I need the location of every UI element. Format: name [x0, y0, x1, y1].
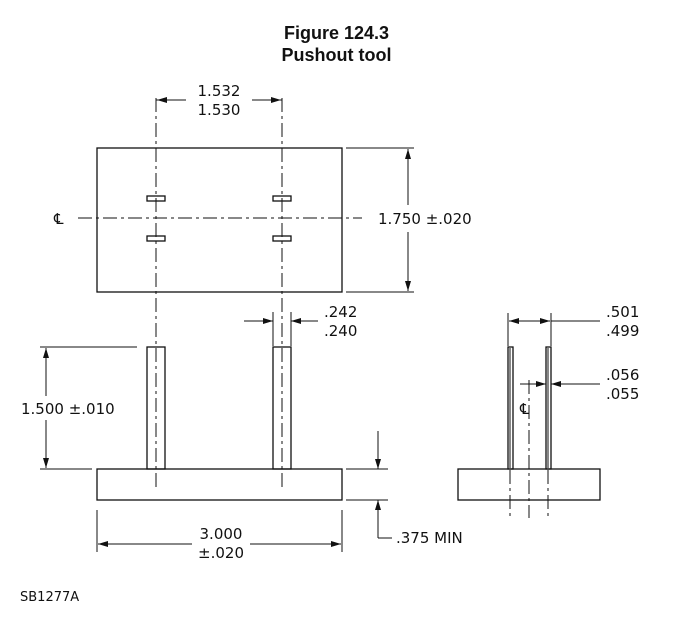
dim-arrow — [536, 381, 546, 387]
dim-arrow — [375, 459, 381, 469]
side-wall-right — [545, 346, 552, 470]
figure-subtitle: Pushout tool — [281, 45, 392, 65]
dim-arrow — [331, 541, 341, 547]
centerline-symbol-side: ℄ — [519, 400, 530, 418]
base-length-tol-label: ±.020 — [198, 544, 244, 562]
dim-arrow — [405, 149, 411, 159]
base-thickness-label: .375 MIN — [396, 529, 463, 547]
dim-arrow — [405, 281, 411, 291]
top-view-plate — [96, 147, 343, 293]
pin-spacing-max-label: 1.532 — [198, 82, 241, 100]
dim-arrow — [263, 318, 273, 324]
side-spacing-min-label: .499 — [606, 322, 639, 340]
dim-arrow — [540, 318, 550, 324]
dim-arrow — [291, 318, 301, 324]
dim-arrow — [509, 318, 519, 324]
wall-min-label: .055 — [606, 385, 639, 403]
pin-dia-min-label: .240 — [324, 322, 357, 340]
figure-title: Figure 124.3 — [283, 23, 390, 43]
side-wall-left — [507, 346, 514, 470]
centerline-symbol-top: ℄ — [53, 210, 64, 228]
plate-width-label: 1.750 ±.020 — [378, 210, 472, 228]
dim-arrow — [271, 97, 281, 103]
dim-arrow — [43, 348, 49, 358]
side-spacing-max-label: .501 — [606, 303, 639, 321]
pin-spacing-min-label: 1.530 — [198, 101, 241, 119]
wall-max-label: .056 — [606, 366, 639, 384]
left-pin — [146, 346, 166, 470]
front-view-base — [96, 468, 343, 501]
dim-arrow — [43, 458, 49, 468]
right-pin — [272, 346, 292, 470]
drawing-id: SB1277A — [20, 590, 79, 605]
dim-arrow — [157, 97, 167, 103]
dim-arrow — [375, 500, 381, 510]
dim-arrow — [98, 541, 108, 547]
base-length-label: 3.000 — [200, 525, 243, 543]
figure-title-block: Figure 124.3 Pushout tool — [0, 22, 673, 66]
pin-height-label: 1.500 ±.010 — [21, 400, 115, 418]
pin-dia-max-label: .242 — [324, 303, 357, 321]
dim-arrow — [551, 381, 561, 387]
